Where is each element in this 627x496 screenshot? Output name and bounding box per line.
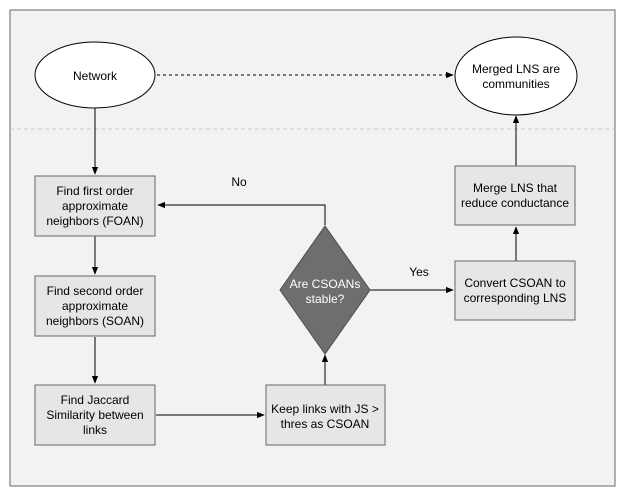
edges (91, 71, 520, 419)
node-foan-line-2: approximate (62, 199, 128, 213)
node-merged-line-2: communities (482, 77, 549, 91)
node-convert-csoan: Convert CSOAN to corresponding LNS (454, 260, 576, 321)
node-network: Network (34, 41, 156, 109)
node-convert-line-2: corresponding LNS (464, 291, 567, 305)
node-csoan-stable-decision: Are CSOANs stable? (279, 225, 371, 355)
node-merged-lns: Merged LNS are communities (454, 36, 578, 116)
node-jaccard-line-1: Find Jaccard (61, 393, 130, 407)
node-keep-line-2: thres as CSOAN (281, 417, 370, 431)
node-soan-line-3: neighbors (SOAN) (46, 314, 144, 328)
edge-stable-foan-no (157, 201, 326, 225)
edge-label-yes: Yes (409, 265, 429, 279)
node-stable-line-2: stable? (306, 292, 345, 306)
node-keep-line-1: Keep links with JS > (271, 402, 379, 416)
node-soan-line-1: Find second order (47, 284, 144, 298)
node-foan-line-1: Find first order (56, 184, 133, 198)
node-foan: Find first order approximate neighbors (… (34, 175, 156, 237)
node-keep-links: Keep links with JS > thres as CSOAN (265, 384, 386, 446)
node-jaccard-line-2: Similarity between (46, 408, 143, 422)
node-merged-line-1: Merged LNS are (472, 62, 560, 76)
node-convert-line-1: Convert CSOAN to (464, 276, 566, 290)
node-foan-line-3: neighbors (FOAN) (46, 214, 143, 228)
node-soan: Find second order approximate neighbors … (34, 275, 156, 337)
edge-label-no: No (231, 175, 247, 189)
node-merge-line-1: Merge LNS that (473, 181, 558, 195)
node-soan-line-2: approximate (62, 299, 128, 313)
node-jaccard: Find Jaccard Similarity between links (34, 384, 156, 446)
node-merge-line-2: reduce conductance (461, 196, 569, 210)
node-jaccard-line-3: links (83, 423, 107, 437)
node-merge-lns: Merge LNS that reduce conductance (454, 165, 576, 226)
node-network-label: Network (73, 69, 118, 83)
node-stable-line-1: Are CSOANs (290, 277, 361, 291)
